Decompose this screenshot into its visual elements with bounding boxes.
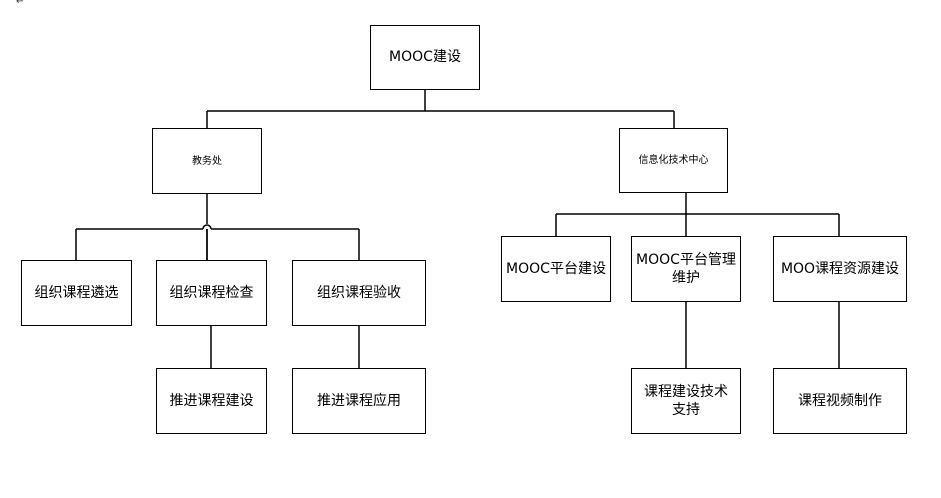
node-organize-acceptance-label: 组织课程验收 bbox=[317, 284, 401, 301]
node-promote-application-label: 推进课程应用 bbox=[317, 392, 401, 409]
node-root: MOOC建设 bbox=[370, 25, 480, 90]
node-promote-construction: 推进课程建设 bbox=[156, 368, 267, 434]
node-mooc-platform-maintenance-label: MOOC平台管理 维护 bbox=[636, 251, 736, 286]
node-video-production-label: 课程视频制作 bbox=[798, 392, 882, 409]
node-xinxi-center: 信息化技术中心 bbox=[619, 128, 728, 193]
node-xinxi-center-label: 信息化技术中心 bbox=[638, 155, 709, 166]
node-jiaowu: 教务处 bbox=[152, 128, 262, 194]
node-promote-application: 推进课程应用 bbox=[292, 368, 426, 434]
node-organize-inspection-label: 组织课程检查 bbox=[169, 284, 254, 301]
node-tech-support: 课程建设技术 支持 bbox=[631, 368, 741, 434]
connector-hop-arc bbox=[202, 224, 212, 230]
node-organize-acceptance: 组织课程验收 bbox=[292, 260, 426, 326]
node-organize-selection: 组织课程遴选 bbox=[21, 260, 132, 326]
node-course-resources: MOO课程资源建设 bbox=[773, 236, 907, 302]
node-promote-construction-label: 推进课程建设 bbox=[169, 392, 254, 409]
node-mooc-platform: MOOC平台建设 bbox=[501, 236, 611, 302]
node-mooc-platform-label: MOOC平台建设 bbox=[506, 260, 606, 277]
node-organize-selection-label: 组织课程遴选 bbox=[34, 284, 119, 301]
node-organize-inspection: 组织课程检查 bbox=[156, 260, 267, 326]
node-tech-support-label: 课程建设技术 支持 bbox=[644, 383, 728, 418]
paragraph-mark: ↵ bbox=[16, 0, 25, 7]
node-mooc-platform-maintenance: MOOC平台管理 维护 bbox=[631, 236, 741, 302]
node-jiaowu-label: 教务处 bbox=[192, 155, 222, 167]
node-course-resources-label: MOO课程资源建设 bbox=[780, 260, 900, 277]
node-root-label: MOOC建设 bbox=[389, 49, 461, 66]
node-video-production: 课程视频制作 bbox=[773, 368, 907, 434]
